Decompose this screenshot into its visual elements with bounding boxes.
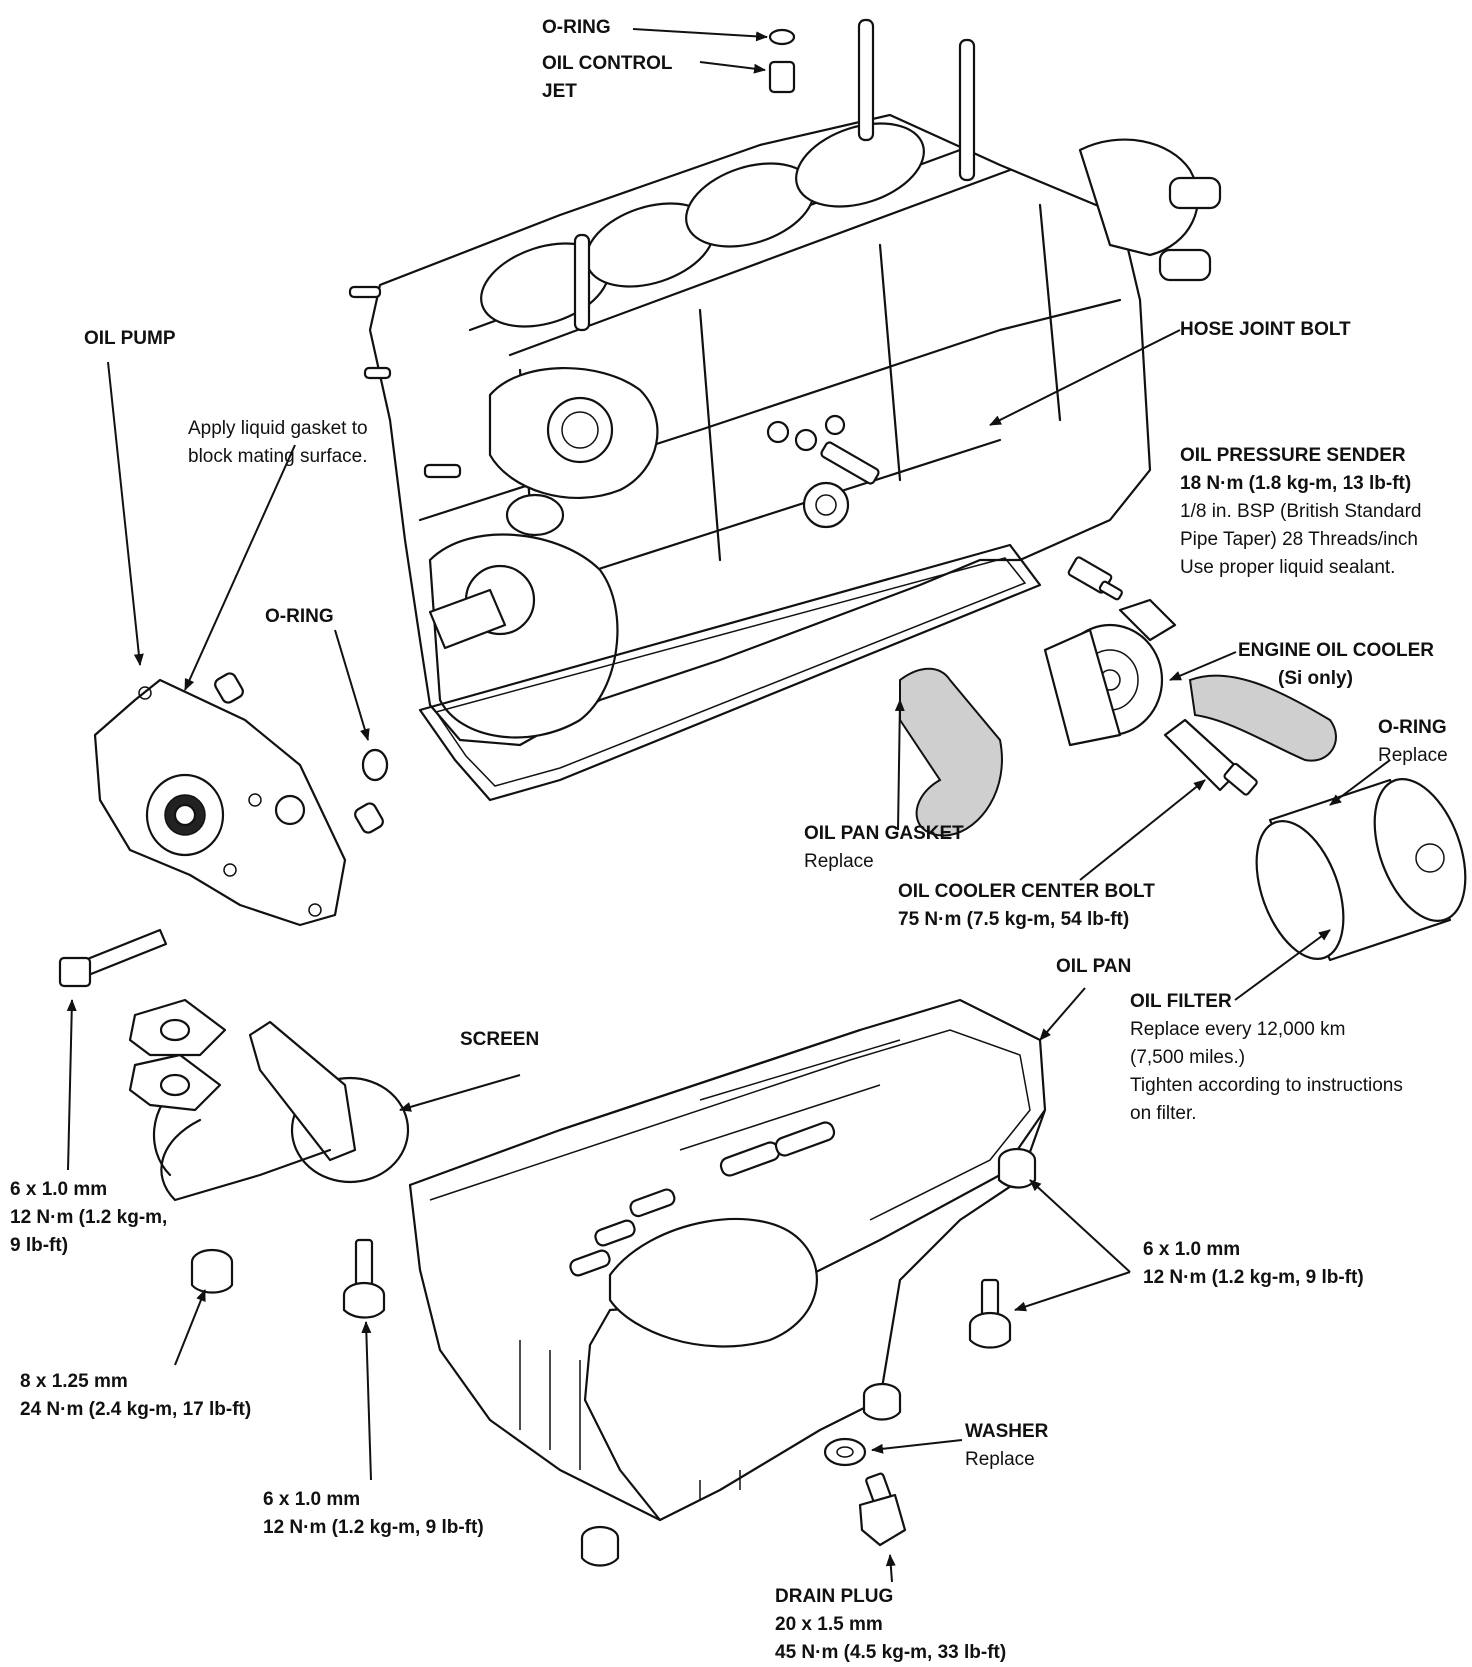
o-ring-pump-part bbox=[361, 748, 389, 782]
oil-pan-gasket-note: Replace bbox=[804, 851, 874, 872]
oil-pressure-sender-line4: Use proper liquid sealant. bbox=[1180, 557, 1396, 578]
oil-control-jet-line2: JET bbox=[542, 81, 577, 102]
oil-pressure-sender-line2: 1/8 in. BSP (British Standard bbox=[1180, 501, 1422, 522]
label-engine-oil-cooler: ENGINE OIL COOLER (Si only) bbox=[1238, 637, 1434, 693]
oil-pump bbox=[93, 672, 389, 927]
drain-plug-size: 20 x 1.5 mm bbox=[775, 1614, 883, 1635]
washer-title: WASHER bbox=[965, 1421, 1049, 1442]
oil-pressure-sender-title: OIL PRESSURE SENDER bbox=[1180, 445, 1406, 466]
bolt-6mm-center bbox=[342, 1238, 386, 1319]
apply-gasket-line2: block mating surface. bbox=[188, 446, 368, 467]
label-oil-control-jet: OIL CONTROL JET bbox=[542, 50, 673, 106]
apply-gasket-line1: Apply liquid gasket to bbox=[188, 418, 368, 439]
engine-block bbox=[348, 18, 1222, 747]
o-ring-top-title: O-RING bbox=[542, 17, 611, 38]
drain-plug bbox=[823, 1437, 907, 1547]
label-o-ring-filter: O-RING Replace bbox=[1378, 714, 1448, 770]
oil-filter-title: OIL FILTER bbox=[1130, 991, 1232, 1012]
bolt-8mm-torque: 24 N·m (2.4 kg-m, 17 lb-ft) bbox=[20, 1399, 252, 1420]
oil-filter-line2: (7,500 miles.) bbox=[1130, 1047, 1246, 1068]
label-bolt-right: 6 x 1.0 mm 12 N·m (1.2 kg-m, 9 lb-ft) bbox=[1143, 1236, 1364, 1292]
label-apply-gasket: Apply liquid gasket to block mating surf… bbox=[188, 415, 368, 471]
bolt-8mm-size: 8 x 1.25 mm bbox=[20, 1371, 128, 1392]
engine-oil-cooler-note: (Si only) bbox=[1278, 668, 1353, 689]
bolt-right-size: 6 x 1.0 mm bbox=[1143, 1239, 1241, 1260]
leader-lines bbox=[66, 28, 1391, 1583]
label-o-ring-pump: O-RING bbox=[265, 603, 334, 631]
engine-oil-cooler-title: ENGINE OIL COOLER bbox=[1238, 640, 1435, 661]
label-hose-joint-bolt: HOSE JOINT BOLT bbox=[1180, 316, 1351, 344]
bolt-6mm-right-upper bbox=[997, 1147, 1037, 1189]
label-oil-pan: OIL PAN bbox=[1056, 953, 1131, 981]
bolt-center-torque: 12 N·m (1.2 kg-m, 9 lb-ft) bbox=[263, 1517, 484, 1538]
screen-title: SCREEN bbox=[460, 1029, 540, 1050]
label-bolt-left: 6 x 1.0 mm 12 N·m (1.2 kg-m, 9 lb-ft) bbox=[10, 1176, 167, 1260]
bolt-right-torque: 12 N·m (1.2 kg-m, 9 lb-ft) bbox=[1143, 1267, 1364, 1288]
oil-control-jet-line1: OIL CONTROL bbox=[542, 53, 673, 74]
o-ring-pump-title: O-RING bbox=[265, 606, 334, 627]
label-o-ring-top: O-RING bbox=[542, 14, 611, 42]
hose-joint-bolt-title: HOSE JOINT BOLT bbox=[1180, 319, 1351, 340]
label-oil-filter: OIL FILTER Replace every 12,000 km (7,50… bbox=[1130, 988, 1403, 1128]
label-drain-plug: DRAIN PLUG 20 x 1.5 mm 45 N·m (4.5 kg-m,… bbox=[775, 1583, 1006, 1667]
o-ring-filter-title: O-RING bbox=[1378, 717, 1447, 738]
bolt-8mm-flange bbox=[190, 1248, 234, 1294]
label-bolt-8mm: 8 x 1.25 mm 24 N·m (2.4 kg-m, 17 lb-ft) bbox=[20, 1368, 251, 1424]
drain-plug-title: DRAIN PLUG bbox=[775, 1586, 894, 1607]
bolt-center-size: 6 x 1.0 mm bbox=[263, 1489, 361, 1510]
oil-screen bbox=[128, 998, 410, 1202]
bolt-6mm-left bbox=[58, 928, 168, 988]
bolt-6mm-right-lower bbox=[968, 1278, 1012, 1349]
label-washer: WASHER Replace bbox=[965, 1418, 1048, 1474]
engine-oil-cooler bbox=[899, 598, 1337, 837]
label-oil-pump: OIL PUMP bbox=[84, 325, 176, 353]
label-oil-cooler-center-bolt: OIL COOLER CENTER BOLT 75 N·m (7.5 kg-m,… bbox=[898, 878, 1155, 934]
oil-filter-line3: Tighten according to instructions bbox=[1130, 1075, 1403, 1096]
nut-pan-bottom bbox=[580, 1382, 902, 1567]
label-bolt-center: 6 x 1.0 mm 12 N·m (1.2 kg-m, 9 lb-ft) bbox=[263, 1486, 484, 1542]
oil-pan-gasket-title: OIL PAN GASKET bbox=[804, 823, 964, 844]
oil-pressure-sender bbox=[766, 414, 1123, 601]
oil-pan-gasket bbox=[418, 543, 1042, 802]
bolt-left-torque1: 12 N·m (1.2 kg-m, bbox=[10, 1207, 168, 1228]
oil-cooler-center-bolt-torque: 75 N·m (7.5 kg-m, 54 lb-ft) bbox=[898, 909, 1130, 930]
oil-pan-title: OIL PAN bbox=[1056, 956, 1132, 977]
drain-plug-torque: 45 N·m (4.5 kg-m, 33 lb-ft) bbox=[775, 1642, 1007, 1663]
oil-filter-line1: Replace every 12,000 km bbox=[1130, 1019, 1346, 1040]
washer-note: Replace bbox=[965, 1449, 1035, 1470]
o-ring-filter-note: Replace bbox=[1378, 745, 1448, 766]
label-oil-pan-gasket: OIL PAN GASKET Replace bbox=[804, 820, 964, 876]
oil-pump-title: OIL PUMP bbox=[84, 328, 176, 349]
oil-filter-line4: on filter. bbox=[1130, 1103, 1197, 1124]
label-oil-pressure-sender: OIL PRESSURE SENDER 18 N·m (1.8 kg-m, 13… bbox=[1180, 442, 1422, 582]
oil-pan bbox=[408, 998, 1047, 1522]
oil-pressure-sender-line3: Pipe Taper) 28 Threads/inch bbox=[1180, 529, 1419, 550]
oil-pressure-sender-torque: 18 N·m (1.8 kg-m, 13 lb-ft) bbox=[1180, 473, 1412, 494]
oil-filter bbox=[1255, 778, 1467, 962]
bolt-left-torque2: 9 lb-ft) bbox=[10, 1235, 69, 1256]
oil-cooler-center-bolt-title: OIL COOLER CENTER BOLT bbox=[898, 881, 1155, 902]
oil-cooler-center-bolt bbox=[1163, 718, 1258, 796]
o-ring-top-part bbox=[768, 28, 796, 94]
bolt-left-size: 6 x 1.0 mm bbox=[10, 1179, 108, 1200]
label-screen: SCREEN bbox=[460, 1026, 539, 1054]
